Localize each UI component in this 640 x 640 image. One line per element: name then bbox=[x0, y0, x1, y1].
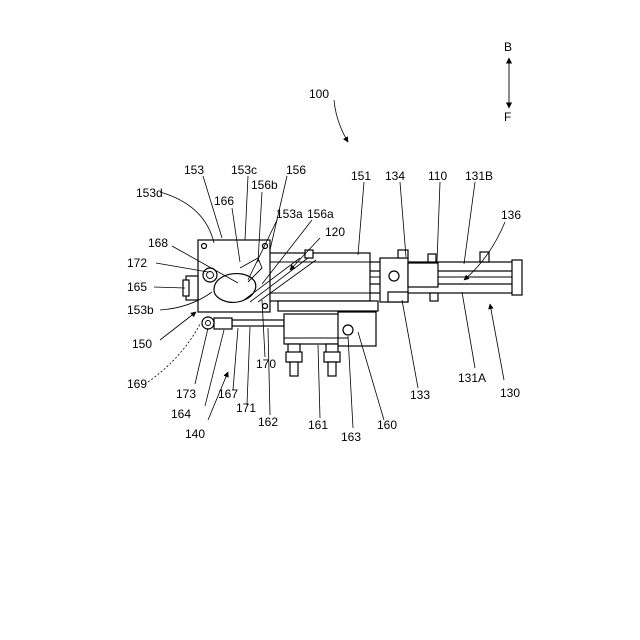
direction-label-back: B bbox=[504, 40, 512, 54]
ref-165: 165 bbox=[127, 280, 147, 294]
ref-171: 171 bbox=[236, 401, 256, 415]
ref-162: 162 bbox=[258, 415, 278, 429]
ref-160: 160 bbox=[377, 418, 397, 432]
ref-156b: 156b bbox=[251, 178, 278, 192]
ref-120: 120 bbox=[325, 225, 345, 239]
ref-153a: 153a bbox=[276, 207, 303, 221]
direction-label-front: F bbox=[504, 110, 511, 124]
ref-131A: 131A bbox=[458, 371, 486, 385]
assembly: 100 153 153c 156 156b 153d 166 153a 156a… bbox=[127, 87, 522, 444]
ref-168: 168 bbox=[148, 236, 168, 250]
clamp-block bbox=[408, 263, 438, 287]
rod bbox=[202, 317, 284, 329]
frame bbox=[268, 253, 378, 311]
rail-end-cap bbox=[512, 260, 522, 295]
ref-136: 136 bbox=[501, 208, 521, 222]
ref-170: 170 bbox=[256, 357, 276, 371]
air-cylinder bbox=[284, 312, 376, 376]
ref-161: 161 bbox=[308, 418, 328, 432]
rod-shaft bbox=[232, 320, 284, 326]
frame-base bbox=[278, 301, 378, 311]
bolt-head-2 bbox=[428, 254, 436, 262]
ref-150: 150 bbox=[132, 337, 152, 351]
slider-bolt bbox=[389, 271, 399, 281]
head-corner-hole-1 bbox=[202, 244, 207, 249]
ref-166: 166 bbox=[214, 194, 234, 208]
cylinder-port bbox=[343, 325, 353, 335]
ref-140: 140 bbox=[185, 427, 205, 441]
ref-100: 100 bbox=[309, 87, 329, 101]
fitting-right-tube bbox=[328, 362, 336, 376]
ref-163: 163 bbox=[341, 430, 361, 444]
bolt-head-4 bbox=[305, 250, 313, 258]
ref-164: 164 bbox=[171, 407, 191, 421]
ref-156: 156 bbox=[286, 163, 306, 177]
slider-lower-tab bbox=[388, 292, 408, 302]
ref-153b: 153b bbox=[127, 303, 154, 317]
ref-151: 151 bbox=[351, 169, 371, 183]
ref-110: 110 bbox=[428, 169, 447, 183]
ref-169: 169 bbox=[127, 377, 147, 391]
ref-134: 134 bbox=[385, 169, 405, 183]
ref-167: 167 bbox=[218, 387, 238, 401]
head-corner-hole-3 bbox=[263, 304, 268, 309]
ref-156a: 156a bbox=[307, 207, 334, 221]
ref-130: 130 bbox=[500, 386, 520, 400]
ref-173: 173 bbox=[176, 387, 196, 401]
rod-clevis bbox=[214, 318, 232, 329]
ref-153c: 153c bbox=[231, 163, 257, 177]
fitting-left-elbow bbox=[286, 352, 302, 362]
ref-172: 172 bbox=[127, 256, 147, 270]
direction-indicator: B F bbox=[504, 40, 512, 124]
bolt-head-5 bbox=[430, 293, 438, 301]
fitting-left-tube bbox=[290, 362, 298, 376]
ref-131B: 131B bbox=[465, 169, 493, 183]
ref-153: 153 bbox=[184, 163, 204, 177]
ref-133: 133 bbox=[410, 388, 430, 402]
bolt-head-1 bbox=[398, 250, 408, 258]
fitting-right-elbow bbox=[324, 352, 340, 362]
rod-end-173 bbox=[202, 317, 214, 329]
ref-153d: 153d bbox=[136, 186, 163, 200]
